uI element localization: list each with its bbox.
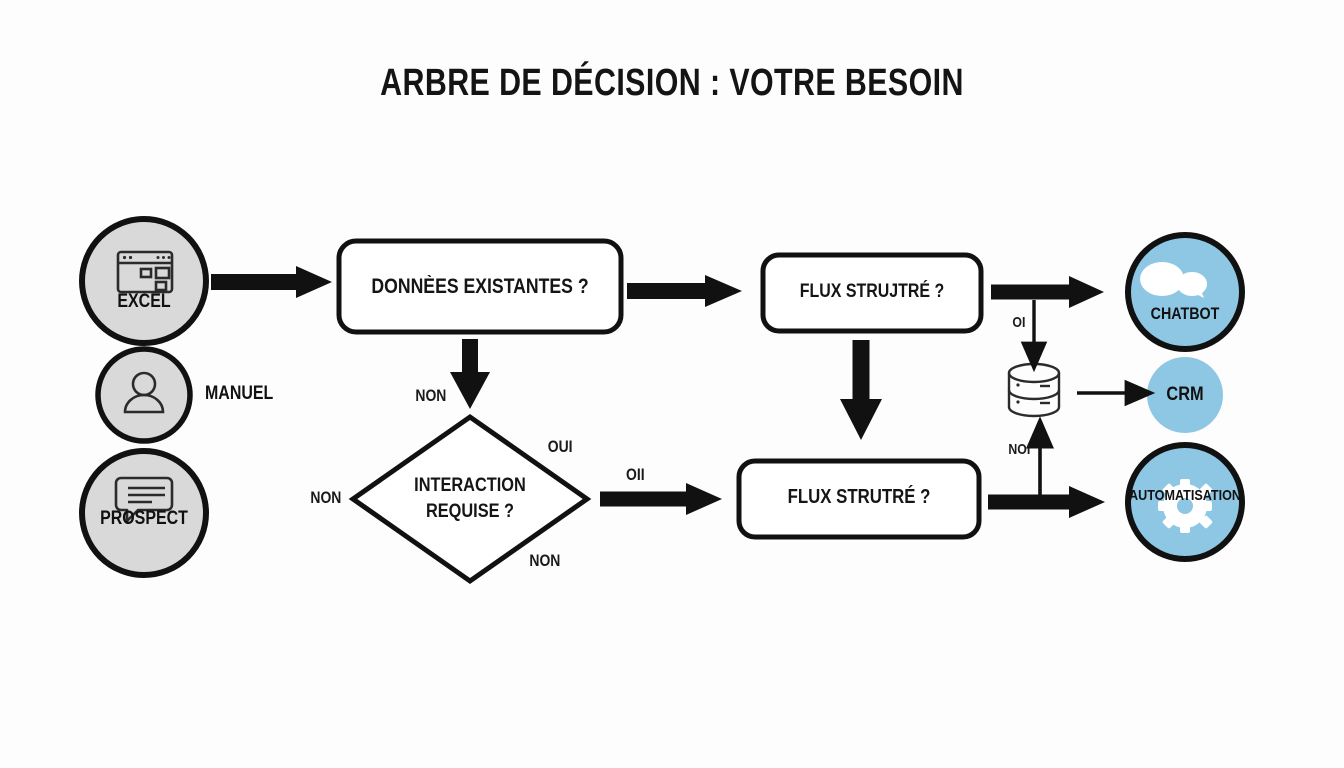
- source-node-manuel[interactable]: [95, 346, 193, 444]
- decision-box-donnees[interactable]: [336, 238, 624, 335]
- edge-label-to-flux-bas: OII: [626, 465, 645, 484]
- source-node-prospect[interactable]: [79, 448, 209, 578]
- edge-label-chatbot-branch: OI: [1012, 314, 1026, 331]
- gear-icon: [1158, 479, 1213, 533]
- edge-label-interaction-oui: OUI: [547, 437, 573, 456]
- window-table-icon: [116, 250, 174, 294]
- chat-bubbles-icon: [1140, 262, 1208, 298]
- arrow-flux-haut-to-flux-bas: [840, 340, 882, 440]
- decision-diamond-interaction[interactable]: [348, 413, 592, 585]
- outcome-node-automatisation-hit[interactable]: [1128, 445, 1242, 559]
- page-title: ARBRE DE DÉCISION : VOTRE BESOIN: [380, 62, 964, 104]
- decision-box-flux-haut-hit[interactable]: [763, 255, 981, 331]
- database-node-hit[interactable]: [1005, 360, 1065, 420]
- person-icon: [123, 371, 165, 414]
- speech-bubble-icon: [114, 476, 174, 523]
- arrow-excel-to-donnees: [211, 266, 332, 298]
- outcome-node-crm[interactable]: [1147, 357, 1223, 433]
- source-node-manuel-hit[interactable]: [98, 349, 190, 441]
- arrow-donnees-to-diamond: [450, 339, 490, 409]
- decision-box-flux-haut[interactable]: [760, 252, 984, 334]
- edge-label-interaction-non-left: NON: [310, 488, 342, 507]
- arrow-flux-haut-to-chatbot: [991, 276, 1104, 308]
- arrow-diamond-to-flux-bas: [600, 483, 722, 515]
- arrow-donnees-to-flux-haut: [627, 275, 742, 307]
- source-node-excel[interactable]: [79, 216, 209, 346]
- decision-diamond-interaction-hit[interactable]: [353, 417, 587, 581]
- decision-box-donnees-hit[interactable]: [339, 241, 621, 332]
- source-node-excel-hit[interactable]: [82, 219, 206, 343]
- decision-box-flux-bas-hit[interactable]: [739, 461, 979, 537]
- outcome-node-crm-hit[interactable]: [1147, 357, 1223, 433]
- edge-label-automatisation-branch: NOI: [1008, 441, 1031, 458]
- outcome-node-chatbot-hit[interactable]: [1128, 235, 1242, 349]
- outcome-node-automatisation[interactable]: [1125, 442, 1245, 562]
- edge-label-donnees-non: NON: [415, 386, 447, 405]
- edge-label-interaction-non-bottom: NON: [529, 551, 561, 570]
- outcome-node-chatbot[interactable]: [1125, 232, 1245, 352]
- arrow-flux-bas-to-automatisation: [988, 486, 1105, 518]
- source-node-prospect-hit[interactable]: [82, 451, 206, 575]
- decision-box-flux-bas[interactable]: [736, 458, 982, 540]
